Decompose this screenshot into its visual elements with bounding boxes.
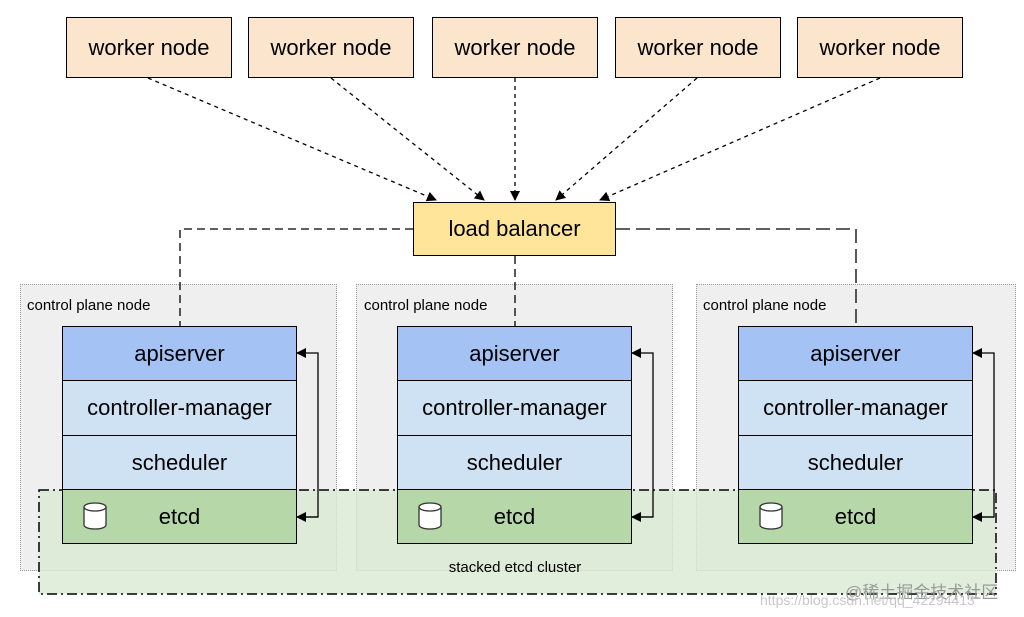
lb-to-apiserver-3 <box>616 228 857 326</box>
etcd: etcd <box>63 490 296 543</box>
etcd: etcd <box>739 490 972 543</box>
control-plane-node-label-3: control plane node <box>703 297 827 314</box>
worker-node-3: worker node <box>432 17 598 78</box>
apiserver: apiserver <box>63 327 296 381</box>
worker-node-5: worker node <box>797 17 963 78</box>
apiserver: apiserver <box>739 327 972 381</box>
scheduler: scheduler <box>398 436 631 490</box>
component-stack-1: apiserver controller-manager scheduler e… <box>62 326 297 544</box>
arrow-worker-1-lb <box>147 77 437 202</box>
database-icon <box>418 502 442 530</box>
etcd: etcd <box>398 490 631 543</box>
worker-node-2: worker node <box>248 17 414 78</box>
controller-manager: controller-manager <box>398 381 631 436</box>
apiserver: apiserver <box>398 327 631 381</box>
control-plane-node-label-2: control plane node <box>364 297 488 314</box>
database-icon <box>759 502 783 530</box>
etcd-label: etcd <box>158 503 201 529</box>
control-plane-node-label-1: control plane node <box>27 297 151 314</box>
database-icon <box>83 502 107 530</box>
arrow-worker-2-lb <box>330 77 485 201</box>
watermark-url: https://blog.csdn.net/qq_42294413 <box>760 592 975 608</box>
worker-node-1: worker node <box>66 17 232 78</box>
arrow-worker-4-lb <box>555 77 698 201</box>
component-stack-2: apiserver controller-manager scheduler e… <box>397 326 632 544</box>
arrow-worker-5-lb <box>599 77 881 201</box>
watermark-site: @稀土掘金技术社区 <box>845 583 999 602</box>
controller-manager: controller-manager <box>739 381 972 436</box>
stacked-etcd-cluster-label: stacked etcd cluster <box>448 559 582 576</box>
scheduler: scheduler <box>63 436 296 490</box>
worker-node-4: worker node <box>615 17 781 78</box>
component-stack-3: apiserver controller-manager scheduler e… <box>738 326 973 544</box>
controller-manager: controller-manager <box>63 381 296 436</box>
load-balancer: load balancer <box>413 202 616 256</box>
etcd-label: etcd <box>493 503 536 529</box>
lb-to-apiserver-1 <box>179 228 413 326</box>
etcd-label: etcd <box>834 503 877 529</box>
scheduler: scheduler <box>739 436 972 490</box>
